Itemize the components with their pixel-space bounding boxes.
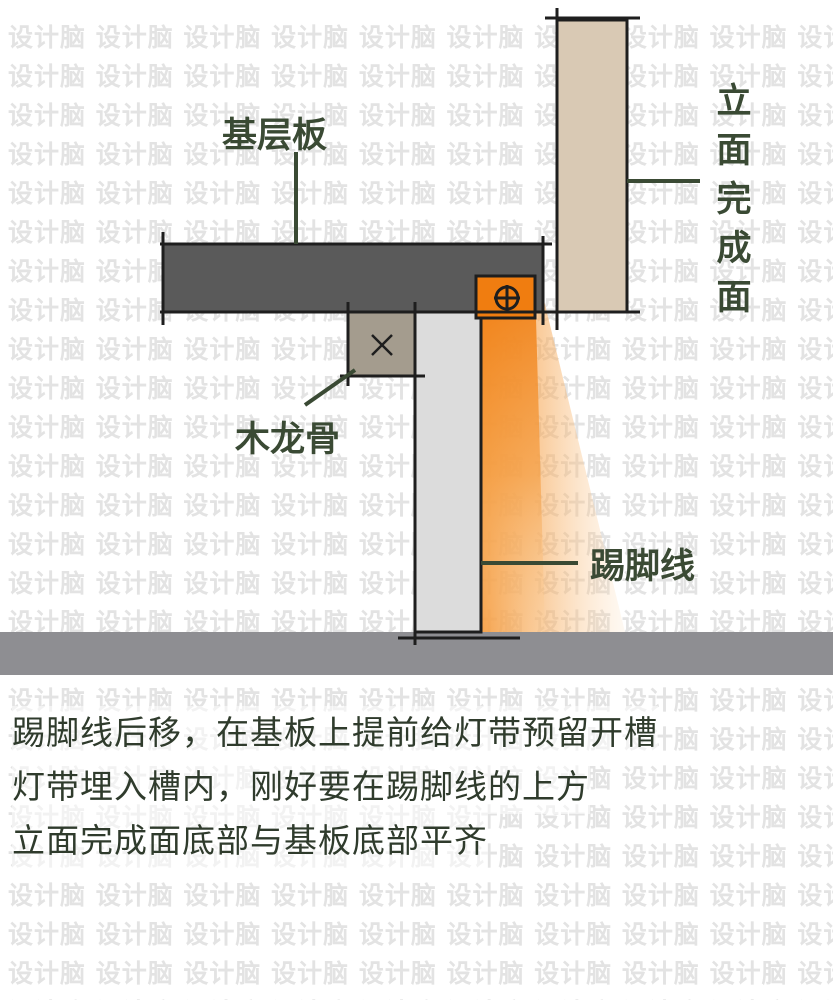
- watermark-row: 设计脑 设计脑 设计脑 设计脑 设计脑 设计脑 设计脑 设计脑 设计脑 设计脑: [8, 62, 833, 91]
- watermark-row: 设计脑 设计脑 设计脑 设计脑 设计脑 设计脑 设计脑 设计脑 设计脑 设计脑: [8, 881, 833, 910]
- label-skirting: 踢脚线: [590, 547, 696, 587]
- caption-line-3: 立面完成面底部与基板底部平齐: [12, 814, 488, 868]
- label-base-board: 基层板: [222, 116, 328, 156]
- facade-panel: [555, 18, 629, 314]
- caption-line-1: 踢脚线后移，在基板上提前给灯带预留开槽: [12, 706, 658, 760]
- watermark-row: 设计脑 设计脑 设计脑 设计脑 设计脑 设计脑 设计脑 设计脑 设计脑 设计脑: [8, 101, 833, 130]
- label-facade-finish: 立面完成面: [716, 82, 752, 318]
- watermark-row: 设计脑 设计脑 设计脑 设计脑 设计脑 设计脑 设计脑 设计脑 设计脑 设计脑: [8, 140, 833, 169]
- watermark-row: 设计脑 设计脑 设计脑 设计脑 设计脑 设计脑 设计脑 设计脑 设计脑 设计脑: [8, 959, 833, 988]
- watermark-row: 设计脑 设计脑 设计脑 设计脑 设计脑 设计脑 设计脑 设计脑 设计脑 设计脑: [8, 993, 833, 1000]
- caption-line-2: 灯带埋入槽内，刚好要在踢脚线的上方: [12, 760, 590, 814]
- leader-keel: [303, 368, 357, 407]
- light-glow-core: [481, 284, 545, 632]
- wall-panel: [413, 310, 483, 634]
- watermark-row: 设计脑 设计脑 设计脑 设计脑 设计脑 设计脑 设计脑 设计脑 设计脑 设计脑: [8, 218, 833, 247]
- watermark-row: 设计脑 设计脑 设计脑 设计脑 设计脑 设计脑 设计脑 设计脑 设计脑 设计脑: [8, 179, 833, 208]
- caption: 踢脚线后移，在基板上提前给灯带预留开槽 灯带埋入槽内，刚好要在踢脚线的上方 立面…: [12, 706, 827, 868]
- watermark-row: 设计脑 设计脑 设计脑 设计脑 设计脑 设计脑 设计脑 设计脑 设计脑 设计脑: [8, 23, 833, 52]
- label-wood-keel: 木龙骨: [235, 420, 341, 460]
- watermark-row: 设计脑 设计脑 设计脑 设计脑 设计脑 设计脑 设计脑 设计脑 设计脑 设计脑: [8, 920, 833, 949]
